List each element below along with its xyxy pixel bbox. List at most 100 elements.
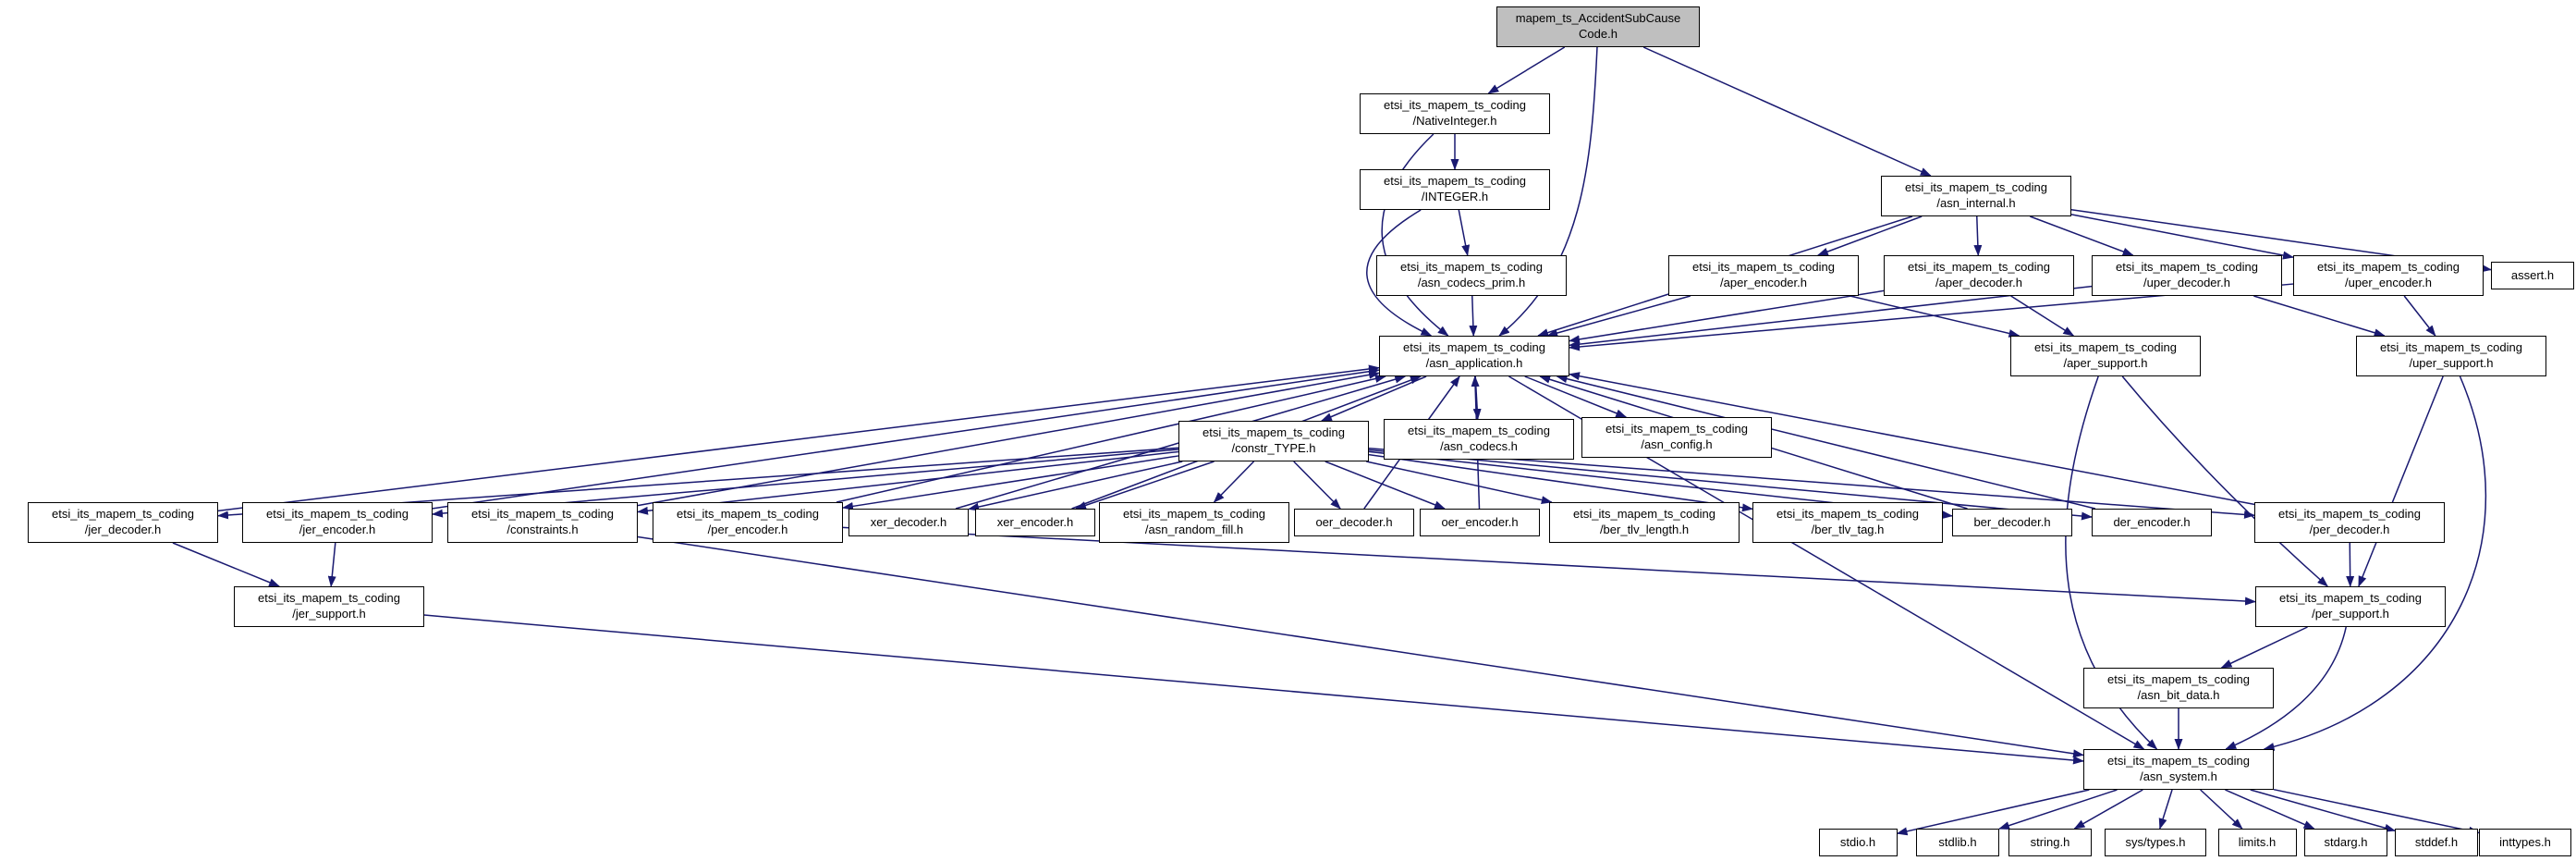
node-integer[interactable]: etsi_its_mapem_ts_coding/INTEGER.h (1360, 169, 1550, 210)
edge-jer_decoder--jer_support (172, 542, 281, 587)
node-constr_type[interactable]: etsi_its_mapem_ts_coding/constr_TYPE.h (1178, 421, 1369, 461)
node-label-line: etsi_its_mapem_ts_coding (1384, 98, 1526, 113)
node-der_encoder[interactable]: der_encoder.h (2092, 509, 2212, 536)
edge-asn_system--sys_types_h (2158, 789, 2173, 830)
edge-per_support--asn_system (2225, 626, 2347, 750)
node-label-line: stdarg.h (2324, 834, 2368, 849)
node-asn_internal[interactable]: etsi_its_mapem_ts_coding/asn_internal.h (1881, 176, 2071, 216)
node-label-line: etsi_its_mapem_ts_coding (1408, 424, 1550, 438)
node-label-line: etsi_its_mapem_ts_coding (2107, 672, 2250, 687)
node-aper_decoder[interactable]: etsi_its_mapem_ts_coding/aper_decoder.h (1884, 255, 2074, 296)
node-label-line: etsi_its_mapem_ts_coding (2279, 591, 2422, 606)
edge-per_encoder--asn_application (836, 375, 1386, 503)
edge-root--native_integer (1487, 46, 1566, 94)
node-label-line: oer_encoder.h (1441, 514, 1519, 529)
node-label-line: /jer_decoder.h (84, 523, 162, 536)
node-label-line: /constraints.h (507, 523, 579, 536)
edge-asn_system--string_h (2073, 789, 2143, 830)
node-asn_random_fill[interactable]: etsi_its_mapem_ts_coding/asn_random_fill… (1099, 502, 1289, 543)
node-label-line: string.h (2030, 834, 2070, 849)
node-label-line: etsi_its_mapem_ts_coding (2116, 260, 2258, 275)
node-per_encoder[interactable]: etsi_its_mapem_ts_coding/per_encoder.h (653, 502, 843, 543)
node-label-line: limits.h (2238, 834, 2277, 849)
node-label-line: /ber_tlv_tag.h (1811, 523, 1885, 536)
edge-asn_system--stddef_h (2250, 789, 2396, 832)
node-per_support[interactable]: etsi_its_mapem_ts_coding/per_support.h (2255, 586, 2446, 627)
node-aper_encoder[interactable]: etsi_its_mapem_ts_coding/aper_encoder.h (1668, 255, 1859, 296)
node-ber_tlv_length[interactable]: etsi_its_mapem_ts_coding/ber_tlv_length.… (1549, 502, 1740, 543)
node-ber_decoder[interactable]: ber_decoder.h (1952, 509, 2072, 536)
node-native_integer[interactable]: etsi_its_mapem_ts_coding/NativeInteger.h (1360, 93, 1550, 134)
node-label-line: assert.h (2510, 267, 2555, 282)
node-label-line: oer_decoder.h (1315, 514, 1393, 529)
node-label-line: /asn_internal.h (1936, 196, 2016, 210)
node-stdio_h: stdio.h (1818, 829, 1898, 856)
node-label-line: etsi_its_mapem_ts_coding (266, 507, 409, 522)
node-label-line: sys/types.h (2125, 834, 2186, 849)
node-label-line: stdlib.h (1938, 834, 1977, 849)
edge-per_decoder--asn_application (1569, 372, 2255, 506)
node-label-line: /jer_support.h (292, 607, 366, 621)
node-oer_encoder[interactable]: oer_encoder.h (1420, 509, 1540, 536)
node-label-line: etsi_its_mapem_ts_coding (471, 507, 614, 522)
node-stdarg_h: stdarg.h (2304, 829, 2387, 856)
node-label-line: /aper_decoder.h (1935, 276, 2022, 289)
node-label-line: etsi_its_mapem_ts_coding (2034, 340, 2177, 355)
node-label-line: etsi_its_mapem_ts_coding (1692, 260, 1835, 275)
node-stdlib_h: stdlib.h (1916, 829, 1999, 856)
node-xer_decoder[interactable]: xer_decoder.h (848, 509, 969, 536)
node-label-line: /asn_bit_data.h (2137, 688, 2220, 702)
node-label-line: xer_encoder.h (996, 514, 1074, 529)
edge-native_integer--asn_application (1381, 133, 1449, 337)
node-label-line: etsi_its_mapem_ts_coding (1905, 180, 2047, 195)
node-label-line: /NativeInteger.h (1412, 114, 1497, 128)
node-asn_system[interactable]: etsi_its_mapem_ts_coding/asn_system.h (2083, 749, 2274, 790)
node-label-line: /ber_tlv_length.h (1599, 523, 1690, 536)
edge-uper_support--asn_system (2263, 375, 2487, 751)
node-asn_application[interactable]: etsi_its_mapem_ts_coding/asn_application… (1379, 336, 1569, 376)
node-per_decoder[interactable]: etsi_its_mapem_ts_coding/per_decoder.h (2254, 502, 2445, 543)
node-label-line: etsi_its_mapem_ts_coding (1123, 507, 1265, 522)
node-label-line: etsi_its_mapem_ts_coding (1908, 260, 2050, 275)
node-label-line: /uper_decoder.h (2143, 276, 2230, 289)
node-label-line: ber_decoder.h (1973, 514, 2051, 529)
node-inttypes_h: inttypes.h (2479, 829, 2571, 856)
node-label-line: stdio.h (1839, 834, 1876, 849)
node-label-line: /INTEGER.h (1421, 190, 1489, 203)
edge-constr_type--constraints (637, 450, 1179, 515)
node-label-line: /uper_encoder.h (2345, 276, 2432, 289)
node-asn_bit_data[interactable]: etsi_its_mapem_ts_coding/asn_bit_data.h (2083, 668, 2274, 708)
node-label-line: /uper_support.h (2409, 356, 2494, 370)
node-label-line: stddef.h (2414, 834, 2459, 849)
node-aper_support[interactable]: etsi_its_mapem_ts_coding/aper_support.h (2010, 336, 2201, 376)
edge-asn_internal--uper_encoder (2070, 214, 2294, 260)
edge-asn_internal--aper_decoder (1973, 215, 1983, 256)
edge-asn_system--stdlib_h (1998, 789, 2118, 830)
edge-integer--asn_application (1366, 209, 1433, 337)
node-oer_decoder[interactable]: oer_decoder.h (1294, 509, 1414, 536)
node-xer_encoder[interactable]: xer_encoder.h (975, 509, 1095, 536)
node-asn_codecs[interactable]: etsi_its_mapem_ts_coding/asn_codecs.h (1384, 419, 1574, 460)
edge-asn_system--limits_h (2200, 789, 2243, 830)
edge-constraints--asn_application (637, 370, 1380, 507)
node-asn_config[interactable]: etsi_its_mapem_ts_coding/asn_config.h (1581, 417, 1772, 458)
edge-jer_support--asn_system (423, 614, 2084, 765)
edge-per_support--asn_bit_data (2220, 626, 2308, 669)
node-jer_encoder[interactable]: etsi_its_mapem_ts_coding/jer_encoder.h (242, 502, 433, 543)
node-label-line: der_encoder.h (2113, 514, 2191, 529)
node-uper_support[interactable]: etsi_its_mapem_ts_coding/uper_support.h (2356, 336, 2546, 376)
node-jer_decoder[interactable]: etsi_its_mapem_ts_coding/jer_decoder.h (28, 502, 218, 543)
node-jer_support[interactable]: etsi_its_mapem_ts_coding/jer_support.h (234, 586, 424, 627)
node-uper_decoder[interactable]: etsi_its_mapem_ts_coding/uper_decoder.h (2092, 255, 2282, 296)
node-label-line: etsi_its_mapem_ts_coding (1384, 174, 1526, 189)
node-ber_tlv_tag[interactable]: etsi_its_mapem_ts_coding/ber_tlv_tag.h (1752, 502, 1943, 543)
node-label-line: etsi_its_mapem_ts_coding (1776, 507, 1919, 522)
node-constraints[interactable]: etsi_its_mapem_ts_coding/constraints.h (447, 502, 638, 543)
node-label-line: etsi_its_mapem_ts_coding (1605, 422, 1748, 437)
edge-asn_system--stdio_h (1896, 789, 2090, 836)
edge-aper_support--per_support (2121, 375, 2328, 587)
node-asn_codecs_prim[interactable]: etsi_its_mapem_ts_coding/asn_codecs_prim… (1376, 255, 1567, 296)
node-uper_encoder[interactable]: etsi_its_mapem_ts_coding/uper_encoder.h (2293, 255, 2484, 296)
edge-asn_codecs_prim--asn_application (1469, 295, 1478, 337)
node-label-line: etsi_its_mapem_ts_coding (2107, 754, 2250, 769)
